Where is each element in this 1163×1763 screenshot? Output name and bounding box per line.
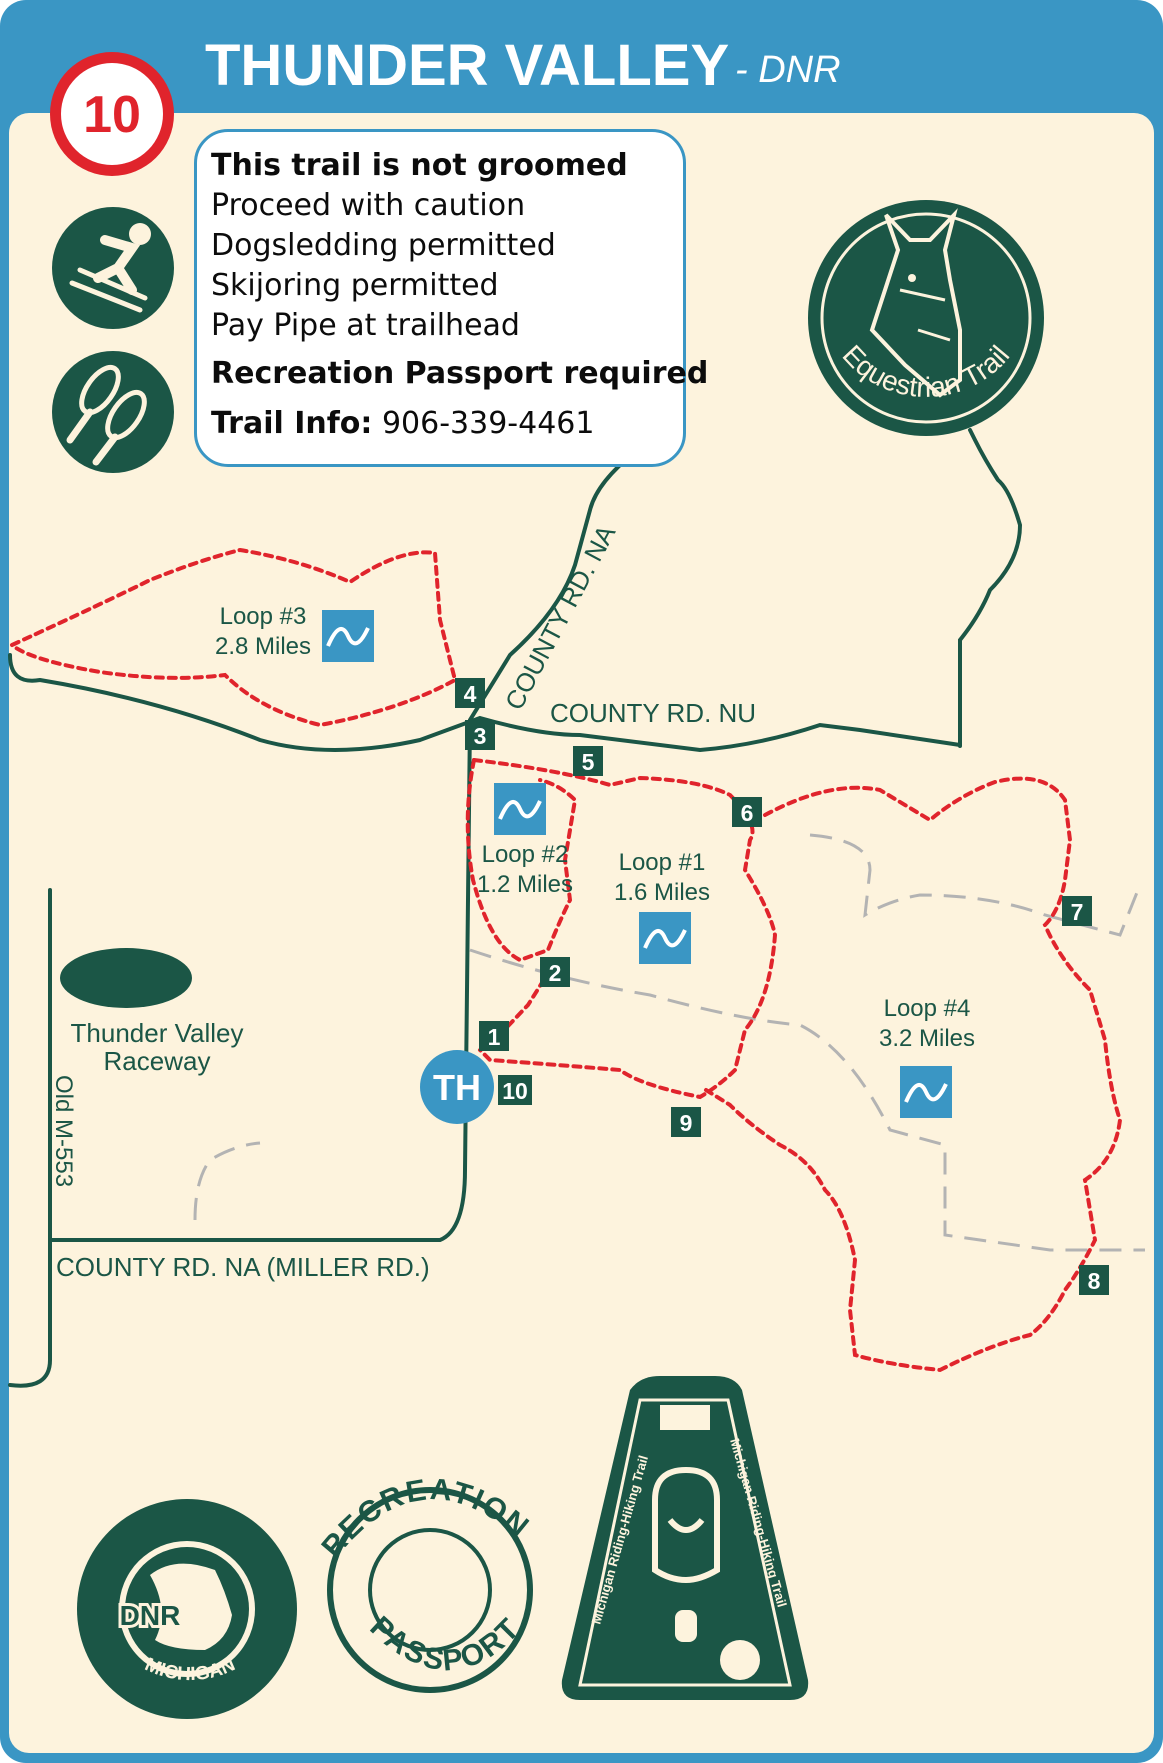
info-note-pay-pipe: Pay Pipe at trailhead (211, 308, 520, 343)
road-county-nu (8, 653, 962, 753)
svg-text:6: 6 (741, 800, 754, 826)
raceway-shape (60, 948, 192, 1008)
skiing-icon (52, 207, 174, 329)
info-note-caution: Proceed with caution (211, 188, 526, 223)
road-old-m553 (8, 888, 52, 1388)
info-note-skijoring: Skijoring permitted (211, 268, 499, 303)
marker-8: 8 (1079, 1265, 1109, 1295)
info-note-dogsledding: Dogsledding permitted (211, 228, 556, 263)
minor-paths (193, 833, 1145, 1252)
marker-10: 10 (498, 1075, 532, 1105)
riding-hiking-trail-sign: Michigan Riding-Hiking Trail Michigan Ri… (561, 1376, 809, 1700)
svg-text:4: 4 (464, 681, 477, 707)
road-label-old-m553: Old M-553 (50, 1075, 77, 1187)
loop-2-distance: 1.2 Miles (477, 871, 573, 898)
map-background (9, 113, 1154, 1753)
contact-phone[interactable]: 906-339-4461 (381, 406, 595, 441)
not-groomed-headline: This trail is not groomed (211, 148, 628, 183)
trailhead-label: TH (433, 1067, 481, 1108)
marker-9: 9 (671, 1107, 701, 1137)
loop-4-distance: 3.2 Miles (879, 1025, 975, 1052)
marker-7: 7 (1062, 896, 1092, 926)
marker-2: 2 (540, 957, 570, 987)
svg-text:8: 8 (1088, 1268, 1101, 1294)
svg-text:9: 9 (680, 1110, 693, 1136)
svg-text:1: 1 (488, 1024, 501, 1050)
road-label-miller: COUNTY RD. NA (MILLER RD.) (56, 1252, 430, 1282)
svg-text:2: 2 (549, 960, 562, 986)
equestrian-trail-badge: Equestrian Trail (808, 200, 1044, 436)
horseshoe-icon (652, 1466, 720, 1584)
loop-3-name: Loop #3 (220, 603, 307, 630)
svg-text:3: 3 (474, 723, 487, 749)
loop-1-name: Loop #1 (619, 849, 706, 876)
svg-text:10: 10 (502, 1078, 528, 1104)
page-title: THUNDER VALLEY (205, 33, 729, 98)
loop-labels: Loop #3 2.8 Miles Loop #2 1.2 Miles Loop… (215, 603, 975, 1052)
loop-4-trail (704, 776, 1123, 1373)
marker-4: 4 (455, 678, 485, 708)
road-east (958, 428, 1023, 748)
loop-2-trail (465, 758, 578, 963)
loop-3-wave-icon (322, 610, 374, 662)
trailhead-marker: TH (420, 1050, 494, 1124)
wave-icons (322, 610, 952, 1118)
road-label-county-nu: COUNTY RD. NU (550, 698, 756, 728)
loop-2-name: Loop #2 (482, 841, 569, 868)
marker-5: 5 (573, 746, 603, 776)
roads (8, 423, 1023, 1388)
loop-4-wave-icon (900, 1066, 952, 1118)
contact-label: Trail Info: (211, 406, 373, 441)
svg-text:7: 7 (1071, 899, 1084, 925)
svg-text:5: 5 (582, 749, 595, 775)
page-subtitle: - DNR (735, 49, 841, 91)
marker-6: 6 (732, 797, 762, 827)
loop-3-distance: 2.8 Miles (215, 633, 311, 660)
loop-1-trail (472, 758, 778, 1100)
marker-3: 3 (465, 720, 495, 750)
trail-info-contact: Trail Info: 906-339-4461 (211, 404, 669, 444)
michigan-shape-icon (150, 1563, 232, 1650)
passport-required: Recreation Passport required (211, 356, 709, 391)
trail-info-box: This trail is not groomed Proceed with c… (194, 129, 709, 467)
loop-4-name: Loop #4 (884, 995, 971, 1022)
trail-number: 10 (83, 86, 141, 144)
marker-1: 1 (479, 1021, 509, 1051)
road-county-na (48, 423, 677, 1242)
raceway-label-2: Raceway (104, 1046, 211, 1076)
snowshoe-icon (52, 351, 174, 473)
junction-markers: 1 2 3 4 5 6 7 8 9 10 (455, 678, 1109, 1295)
horse-head-icon (869, 208, 962, 398)
loop-3-trail (8, 547, 458, 728)
loop-1-wave-icon (639, 912, 691, 964)
loop-1-distance: 1.6 Miles (614, 879, 710, 906)
raceway-label-1: Thunder Valley (71, 1018, 244, 1048)
dnr-center-text: DNR (120, 1600, 181, 1631)
trail-number-badge: 10 (50, 52, 174, 176)
loop-2-wave-icon (494, 783, 546, 835)
